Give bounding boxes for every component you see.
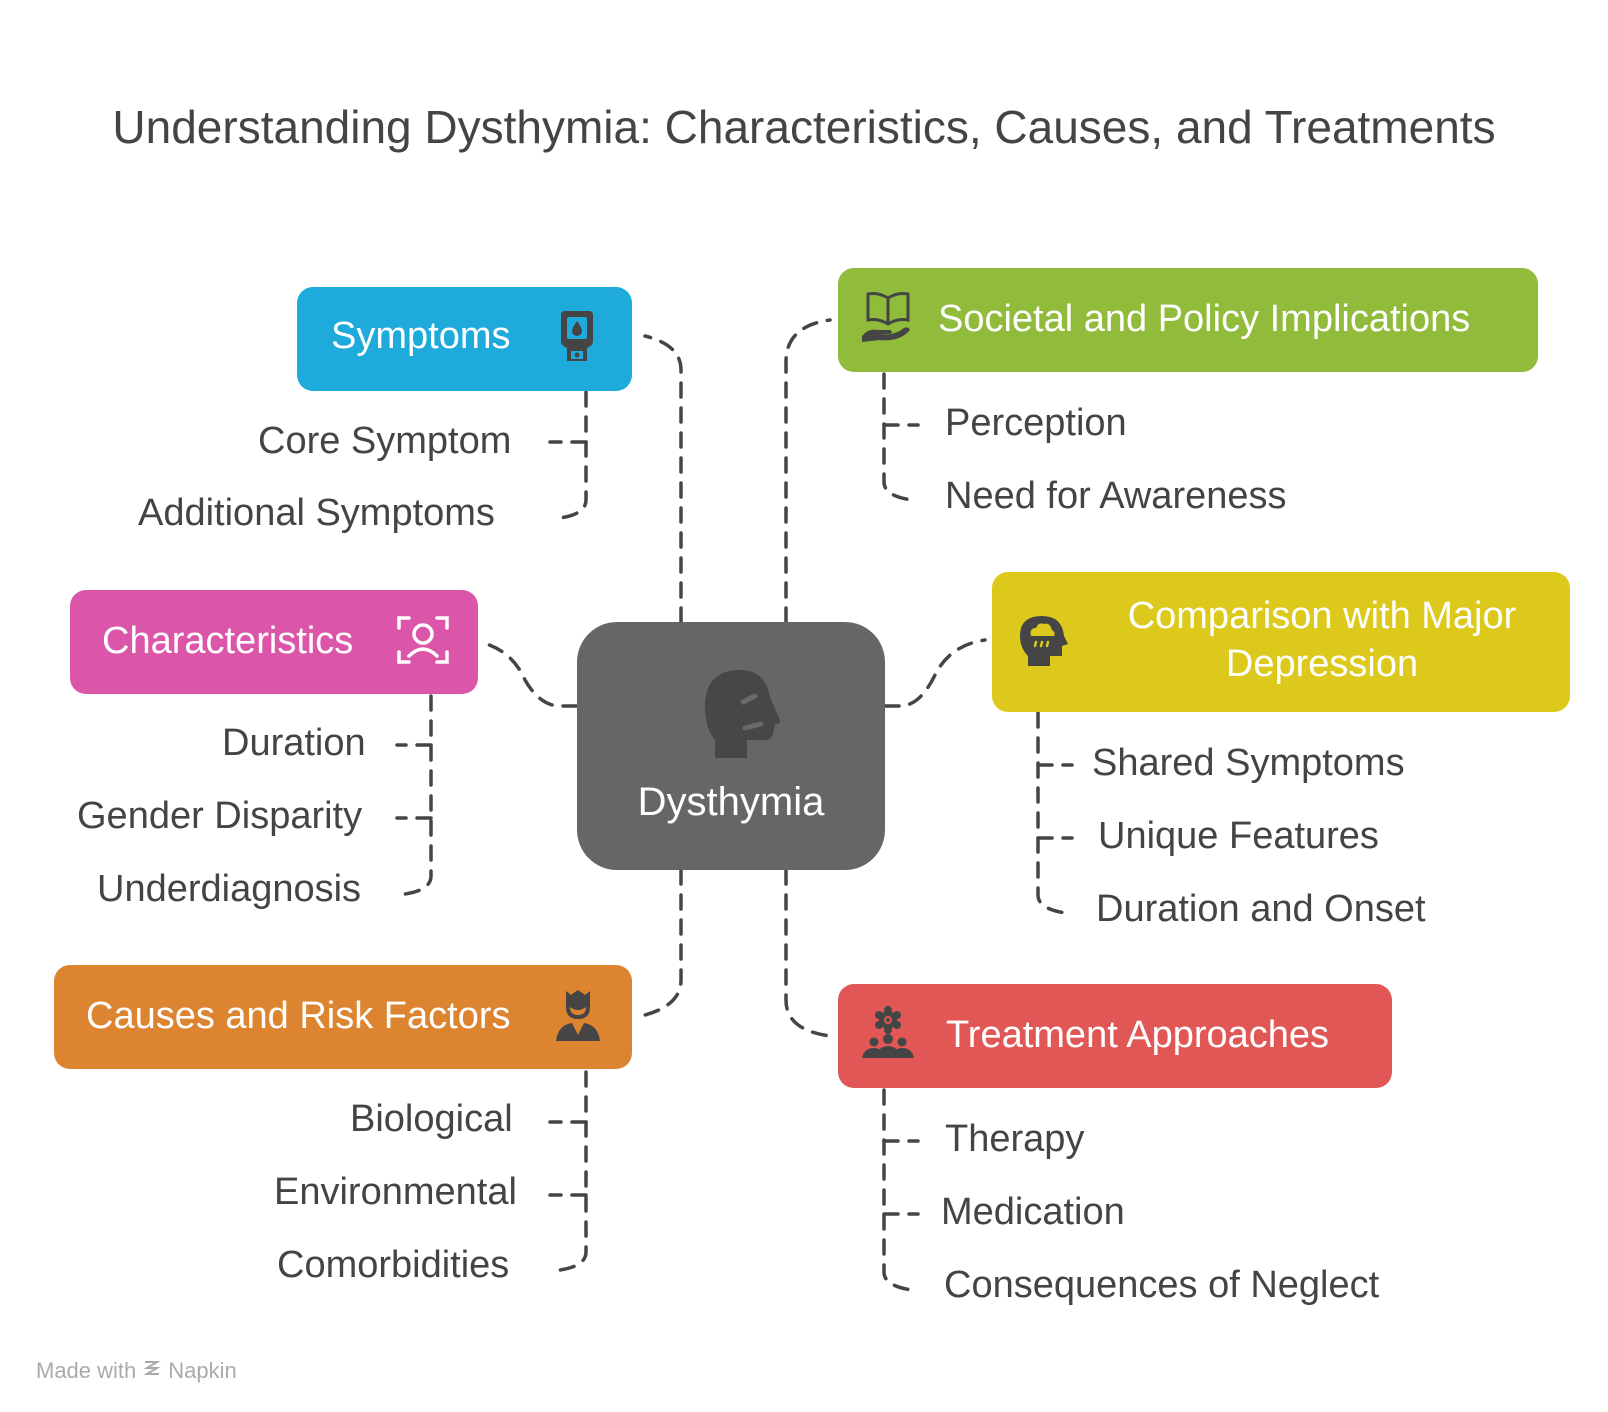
leaf-shared-symptoms: Shared Symptoms [1092,742,1405,784]
leaf-environmental: Environmental [274,1171,517,1213]
leaf-additional-symptoms: Additional Symptoms [138,492,495,534]
branch-characteristics[interactable]: Characteristics [70,590,478,694]
leaf-duration: Duration [222,722,366,764]
head-rain-cloud-icon [1014,612,1070,668]
link-treatment-children [882,1088,914,1292]
leaf-core-symptom: Core Symptom [258,420,512,462]
leaf-duration-and-onset: Duration and Onset [1096,888,1426,930]
footer-made-with: Made with [36,1358,137,1383]
branch-label: Characteristics [102,620,354,662]
napkin-logo-icon [142,1358,162,1384]
branch-label: Comparison with Major Depression [1102,592,1542,688]
branch-label: Causes and Risk Factors [86,995,511,1037]
head-profile-icon [685,662,785,762]
leaf-biological: Biological [350,1098,513,1140]
leaf-medication: Medication [941,1191,1125,1233]
branch-label: Symptoms [331,315,511,357]
person-icon [550,987,606,1043]
center-label: Dysthymia [637,780,825,824]
branch-societal[interactable]: Societal and Policy Implications [838,268,1538,372]
book-hand-icon [860,288,916,344]
leaf-comorbidities: Comorbidities [277,1244,510,1286]
leaf-unique-features: Unique Features [1098,815,1379,857]
branch-label: Societal and Policy Implications [938,298,1471,340]
branch-comparison[interactable]: Comparison with Major Depression [992,572,1570,712]
link-center-societal [784,318,832,624]
link-center-comparison [883,638,987,708]
leaf-perception: Perception [945,402,1127,444]
leaf-therapy: Therapy [945,1118,1085,1160]
diagram-title: Understanding Dysthymia: Characteristics… [112,101,1496,153]
center-node-dysthymia[interactable]: Dysthymia [577,622,885,870]
link-center-causes [643,868,683,1017]
footer-credit: Made with Napkin [36,1358,237,1384]
link-characteristics-children [403,694,433,896]
branch-label-line2: Depression [1225,643,1419,685]
face-scan-icon [395,612,451,668]
link-comparison-children [1036,711,1068,915]
group-gear-icon [860,1006,916,1062]
branch-label-line1: Comparison with Major [1127,595,1517,637]
link-societal-children [882,372,914,502]
leaf-consequences-of-neglect: Consequences of Neglect [944,1264,1380,1306]
link-center-treatment [784,868,832,1038]
link-center-symptoms [643,334,683,624]
branch-causes[interactable]: Causes and Risk Factors [54,965,632,1069]
branch-symptoms[interactable]: Symptoms [297,287,632,391]
link-causes-children [558,1070,588,1272]
glucose-meter-icon [549,307,605,363]
leaf-gender-disparity: Gender Disparity [77,795,363,837]
branch-label: Treatment Approaches [946,1014,1330,1056]
leaf-need-for-awareness: Need for Awareness [945,475,1287,517]
branch-treatment[interactable]: Treatment Approaches [838,984,1392,1088]
link-symptoms-children [558,390,588,520]
leaf-underdiagnosis: Underdiagnosis [97,868,362,910]
link-center-characteristics [478,640,579,708]
footer-brand: Napkin [168,1358,237,1383]
